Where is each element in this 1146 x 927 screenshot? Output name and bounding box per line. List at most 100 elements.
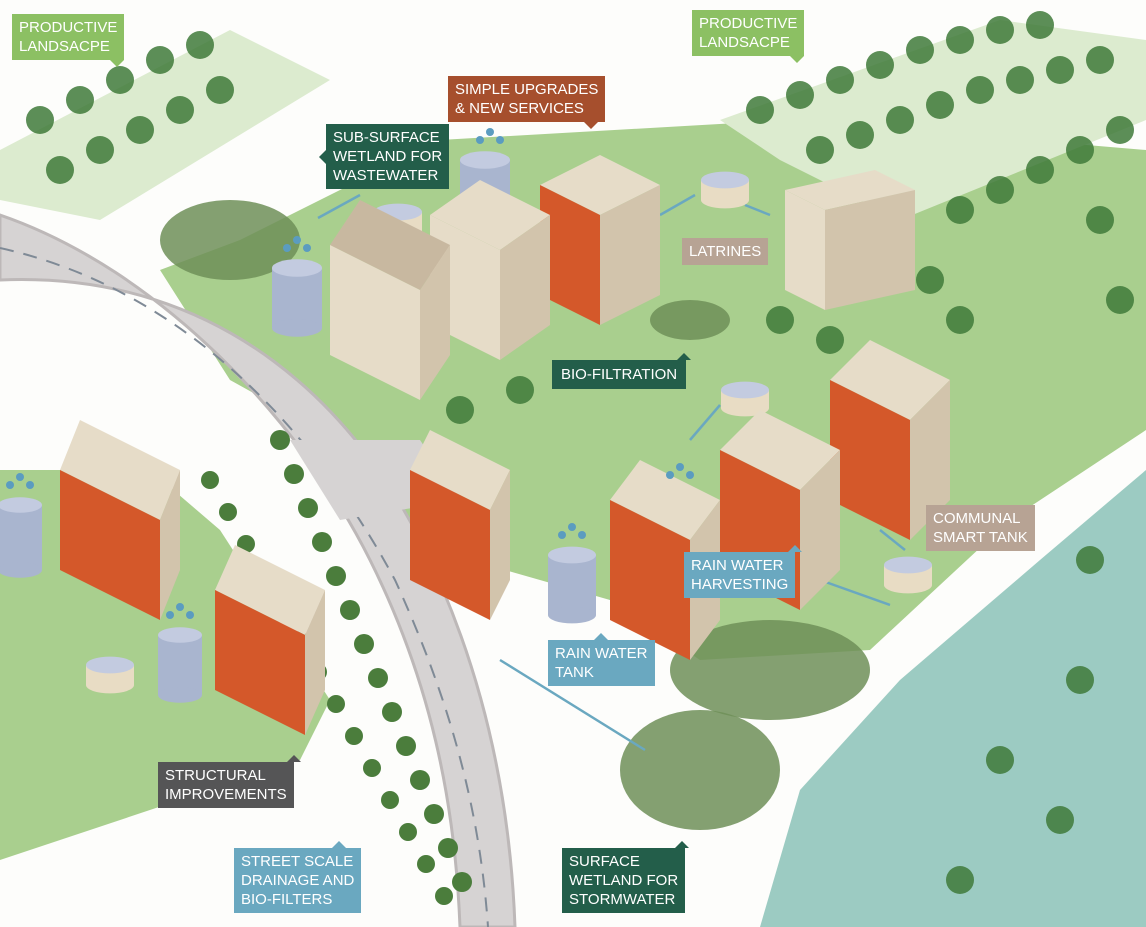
bio-filter-shrub: [327, 695, 345, 713]
tree: [1106, 286, 1134, 314]
tree: [166, 96, 194, 124]
communal-tank: [86, 656, 134, 694]
label-rain-water-harvesting: RAIN WATER HARVESTING: [684, 545, 803, 598]
communal-tank: [721, 381, 769, 417]
bio-filter-shrub: [326, 566, 346, 586]
farm-strip-left: [0, 30, 330, 220]
tree: [106, 66, 134, 94]
tree: [946, 196, 974, 224]
house-upgraded: [410, 430, 510, 620]
label-sub-surface-wetland: SUB-SURFACE WETLAND FOR WASTEWATER: [318, 124, 450, 189]
tree: [886, 106, 914, 134]
tree: [986, 746, 1014, 774]
water-drop-icon: [496, 136, 504, 144]
label-communal-smart-tank: COMMUNAL SMART TANK: [926, 505, 1035, 551]
water-drop-icon: [578, 531, 586, 539]
tree: [1106, 116, 1134, 144]
label-latrines: LATRINES: [682, 238, 769, 265]
tree: [1046, 806, 1074, 834]
water-drop-icon: [558, 531, 566, 539]
tree: [746, 96, 774, 124]
tree: [1026, 156, 1054, 184]
tree: [806, 136, 834, 164]
water-drop-icon: [26, 481, 34, 489]
water-drop-icon: [6, 481, 14, 489]
road-centerline: [0, 247, 489, 927]
bio-filter-shrub: [219, 503, 237, 521]
tree: [1006, 66, 1034, 94]
house-upgraded: [215, 545, 325, 735]
tree: [846, 121, 874, 149]
bio-filter-shrub: [438, 838, 458, 858]
house-pitched-roof: [330, 200, 450, 400]
tree: [766, 306, 794, 334]
wetland-vegetation: [670, 620, 870, 720]
water-drop-icon: [166, 611, 174, 619]
tree: [66, 86, 94, 114]
tree: [926, 91, 954, 119]
label-structural-improvements: STRUCTURAL IMPROVEMENTS: [158, 755, 301, 808]
bio-filter-shrub: [381, 791, 399, 809]
wetland-vegetation: [650, 300, 730, 340]
tree: [46, 156, 74, 184]
water-drop-icon: [676, 463, 684, 471]
water-drop-icon: [666, 471, 674, 479]
bio-filter-shrub: [399, 823, 417, 841]
farm-strip-right: [720, 20, 1146, 220]
water-drop-icon: [293, 236, 301, 244]
wetland-vegetation: [160, 200, 300, 280]
tree: [916, 266, 944, 294]
buildings-layer: [0, 128, 950, 735]
communal-tank: [701, 171, 749, 209]
house-upgraded: [830, 340, 950, 540]
communal-tank: [884, 556, 932, 594]
water-drop-icon: [568, 523, 576, 531]
rain-water-tank: [158, 627, 202, 703]
bio-filter-shrub: [312, 532, 332, 552]
label-rain-water-tank: RAIN WATER TANK: [548, 633, 655, 686]
tree: [986, 176, 1014, 204]
tree: [126, 116, 154, 144]
water-drop-icon: [283, 244, 291, 252]
label-productive-landscape-left: PRODUCTIVE LANDSACPE: [12, 14, 125, 67]
bio-filter-shrub: [396, 736, 416, 756]
label-bio-filtration: BIO-FILTRATION: [552, 353, 692, 389]
latrine-block: [785, 170, 915, 310]
bio-filter-shrub: [340, 600, 360, 620]
bio-filter-shrub: [417, 855, 435, 873]
water-drop-icon: [186, 611, 194, 619]
bio-filter-shrub: [345, 727, 363, 745]
label-simple-upgrades: SIMPLE UPGRADES & NEW SERVICES: [448, 76, 606, 129]
tree: [816, 326, 844, 354]
water-drop-icon: [686, 471, 694, 479]
tree: [1076, 546, 1104, 574]
rain-water-tank: [272, 259, 322, 337]
vegetation-layer: [26, 11, 1134, 905]
tree: [186, 31, 214, 59]
tree: [946, 866, 974, 894]
wetland-vegetation: [620, 710, 780, 830]
bio-filter-shrub: [270, 430, 290, 450]
tree: [206, 76, 234, 104]
tree: [946, 306, 974, 334]
tree: [1046, 56, 1074, 84]
tree: [966, 76, 994, 104]
water-drop-icon: [476, 136, 484, 144]
rain-water-tank: [548, 546, 596, 624]
bio-filter-shrub: [452, 872, 472, 892]
water-drop-icon: [176, 603, 184, 611]
bio-filter-shrub: [201, 471, 219, 489]
tree: [866, 51, 894, 79]
rain-water-tank: [0, 497, 42, 578]
tree: [786, 81, 814, 109]
tree: [1066, 136, 1094, 164]
water-drop-icon: [486, 128, 494, 136]
water-drop-icon: [16, 473, 24, 481]
bio-filter-shrub: [382, 702, 402, 722]
bio-filter-shrub: [298, 498, 318, 518]
bio-filter-shrub: [410, 770, 430, 790]
bio-filter-shrub: [368, 668, 388, 688]
bio-filter-shrub: [284, 464, 304, 484]
